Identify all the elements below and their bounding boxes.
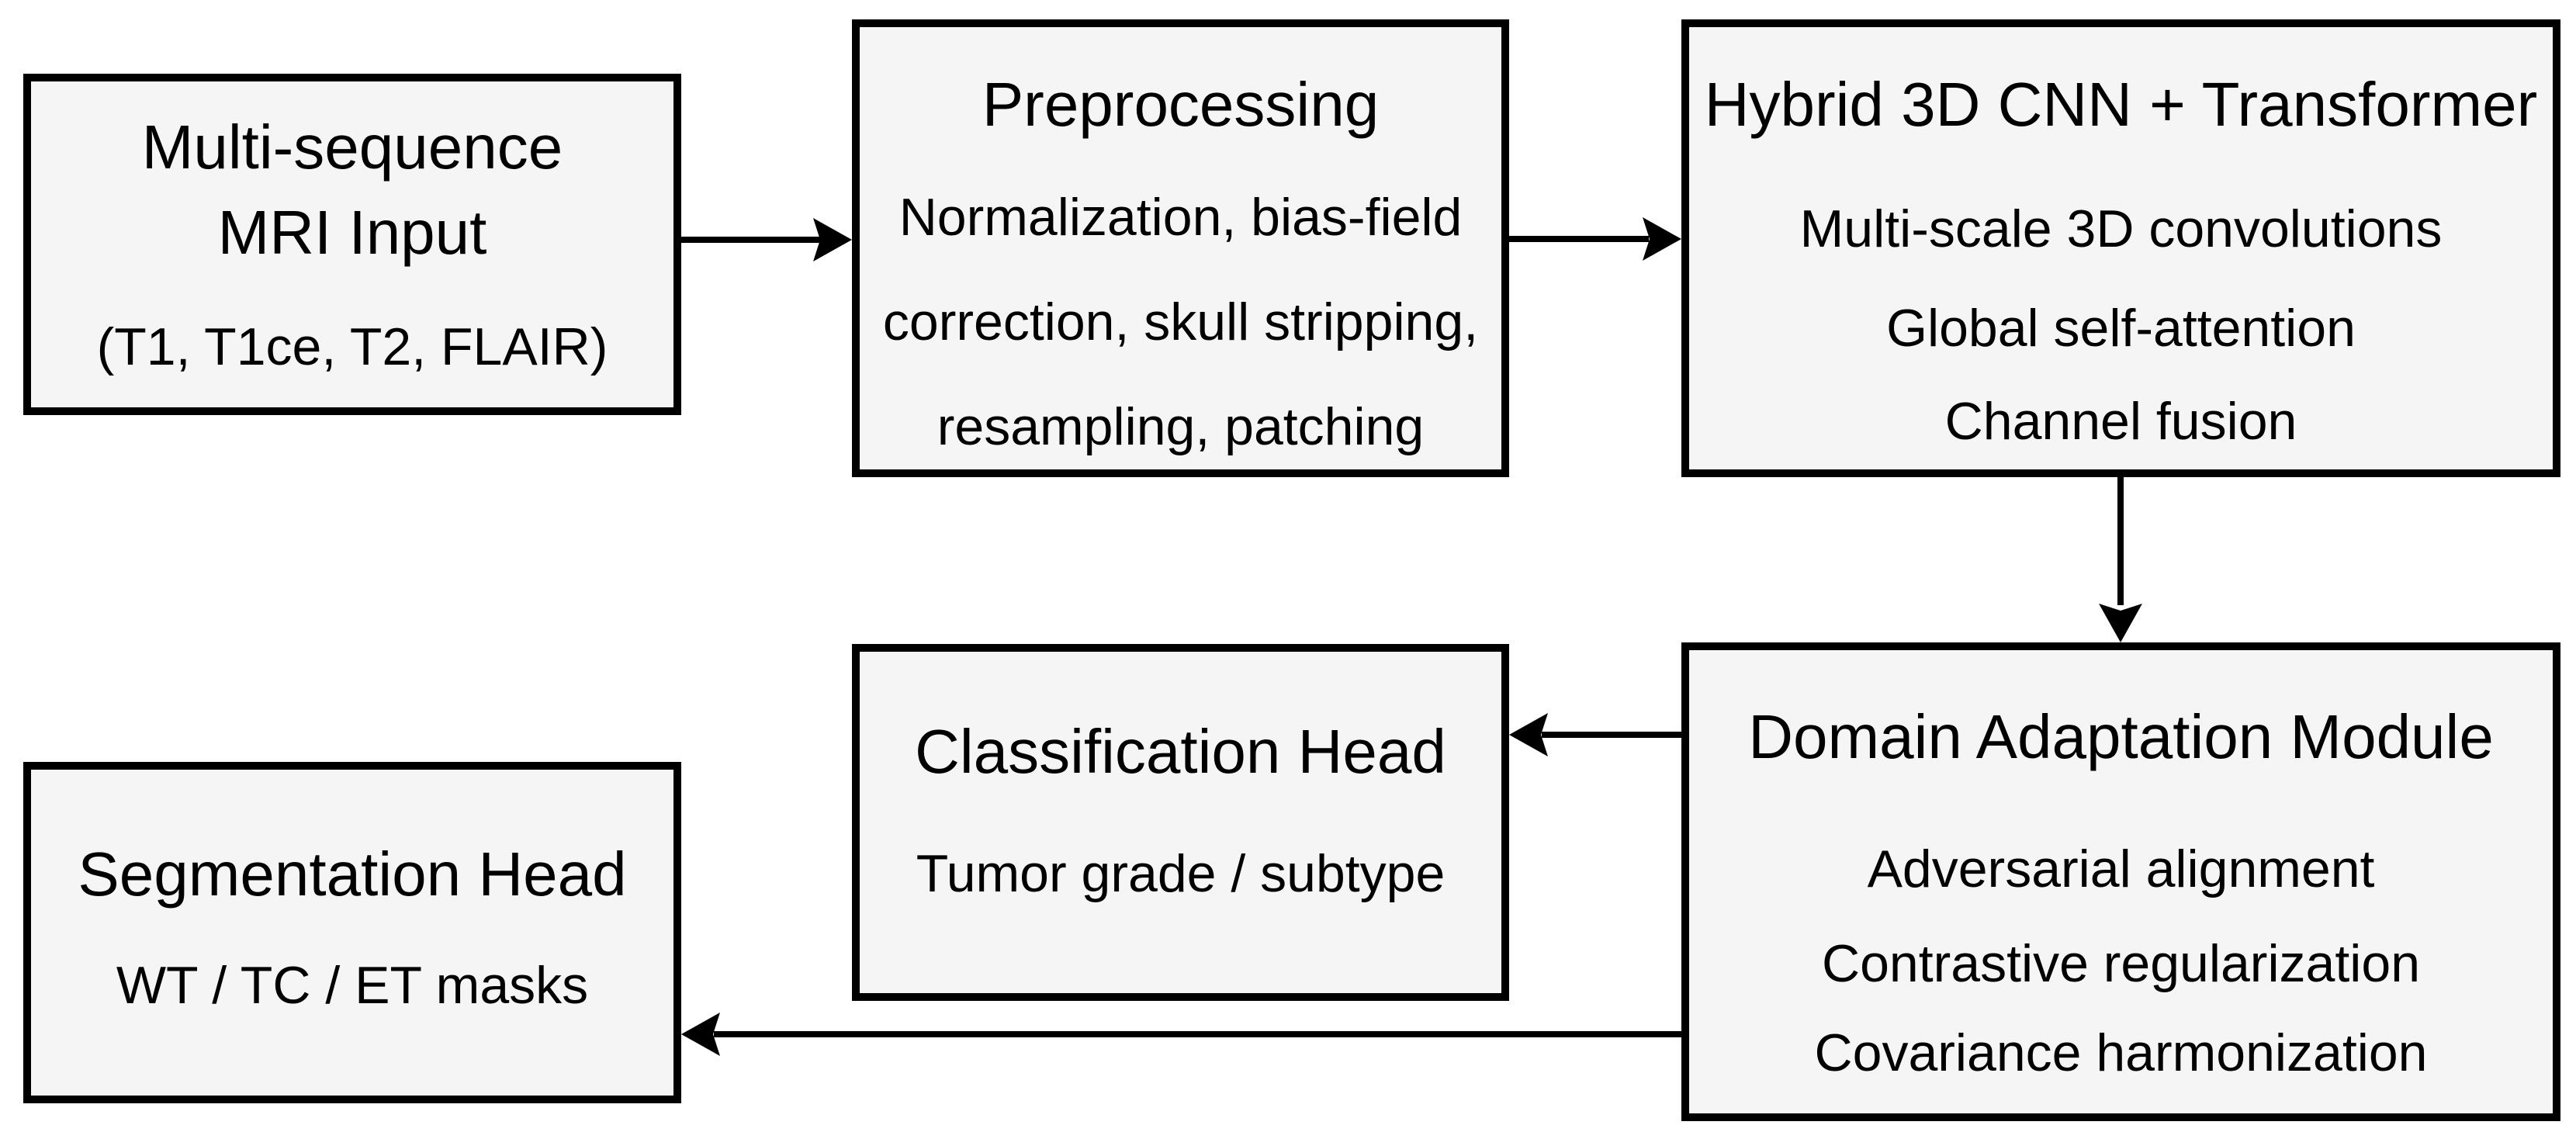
- box-title: Classification Head: [915, 717, 1446, 786]
- box-line: WT / TC / ET masks: [116, 956, 589, 1015]
- box-domain-adaptation-module: Domain Adaptation Module Adversarial ali…: [1681, 642, 2560, 1121]
- box-line: Channel fusion: [1944, 392, 2297, 451]
- arrow-line: [681, 237, 821, 243]
- box-title: Domain Adaptation Module: [1748, 702, 2494, 771]
- box-subtitle: (T1, T1ce, T2, FLAIR): [96, 317, 608, 376]
- box-line: Covariance harmonization: [1814, 1023, 2428, 1082]
- box-title: Segmentation Head: [78, 839, 627, 909]
- box-line: Tumor grade / subtype: [916, 844, 1446, 903]
- box-line: Multi-scale 3D convolutions: [1799, 199, 2443, 258]
- arrow-line: [1542, 732, 1681, 738]
- box-preprocessing: Preprocessing Normalization, bias-field …: [852, 19, 1509, 477]
- arrow-line: [1509, 236, 1649, 242]
- box-title-line: Multi-sequence: [141, 113, 563, 182]
- box-classification-head: Classification Head Tumor grade / subtyp…: [852, 644, 1509, 1001]
- box-title: Preprocessing: [982, 70, 1380, 139]
- box-segmentation-head: Segmentation Head WT / TC / ET masks: [23, 762, 681, 1103]
- box-multi-sequence-mri-input: Multi-sequence MRI Input (T1, T1ce, T2, …: [23, 74, 681, 415]
- arrow-line: [2117, 477, 2124, 605]
- box-line: Contrastive regularization: [1821, 934, 2421, 993]
- box-line: Global self-attention: [1886, 299, 2356, 358]
- box-line: resampling, patching: [937, 397, 1425, 456]
- arrowhead-down-icon: [2099, 604, 2142, 642]
- box-line: correction, skull stripping,: [882, 293, 1479, 351]
- box-title: Hybrid 3D CNN + Transformer: [1704, 70, 2538, 139]
- box-title-line: MRI Input: [217, 198, 487, 267]
- box-line: Normalization, bias-field: [898, 188, 1463, 247]
- box-hybrid-3d-cnn-transformer: Hybrid 3D CNN + Transformer Multi-scale …: [1681, 19, 2560, 477]
- arrow-line: [714, 1031, 1681, 1037]
- box-line: Adversarial alignment: [1867, 839, 2375, 898]
